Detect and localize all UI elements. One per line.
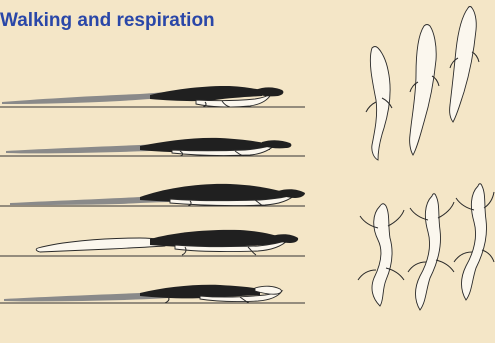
salamander-side-view-icon <box>0 138 305 156</box>
salamander-top-view-swimming-icon <box>450 7 479 123</box>
salamander-top-view-swimming-icon <box>366 47 392 161</box>
salamander-top-view-walking-icon <box>454 184 494 300</box>
salamander-top-view-walking-icon <box>358 204 404 306</box>
salamander-top-view-walking-icon <box>408 194 454 310</box>
salamander-side-view-icon <box>0 230 305 256</box>
salamander-top-view-swimming-icon <box>410 25 439 156</box>
salamander-side-view-icon <box>0 184 305 206</box>
salamander-side-view-icon <box>0 86 305 107</box>
salamander-side-view-icon <box>0 285 305 303</box>
